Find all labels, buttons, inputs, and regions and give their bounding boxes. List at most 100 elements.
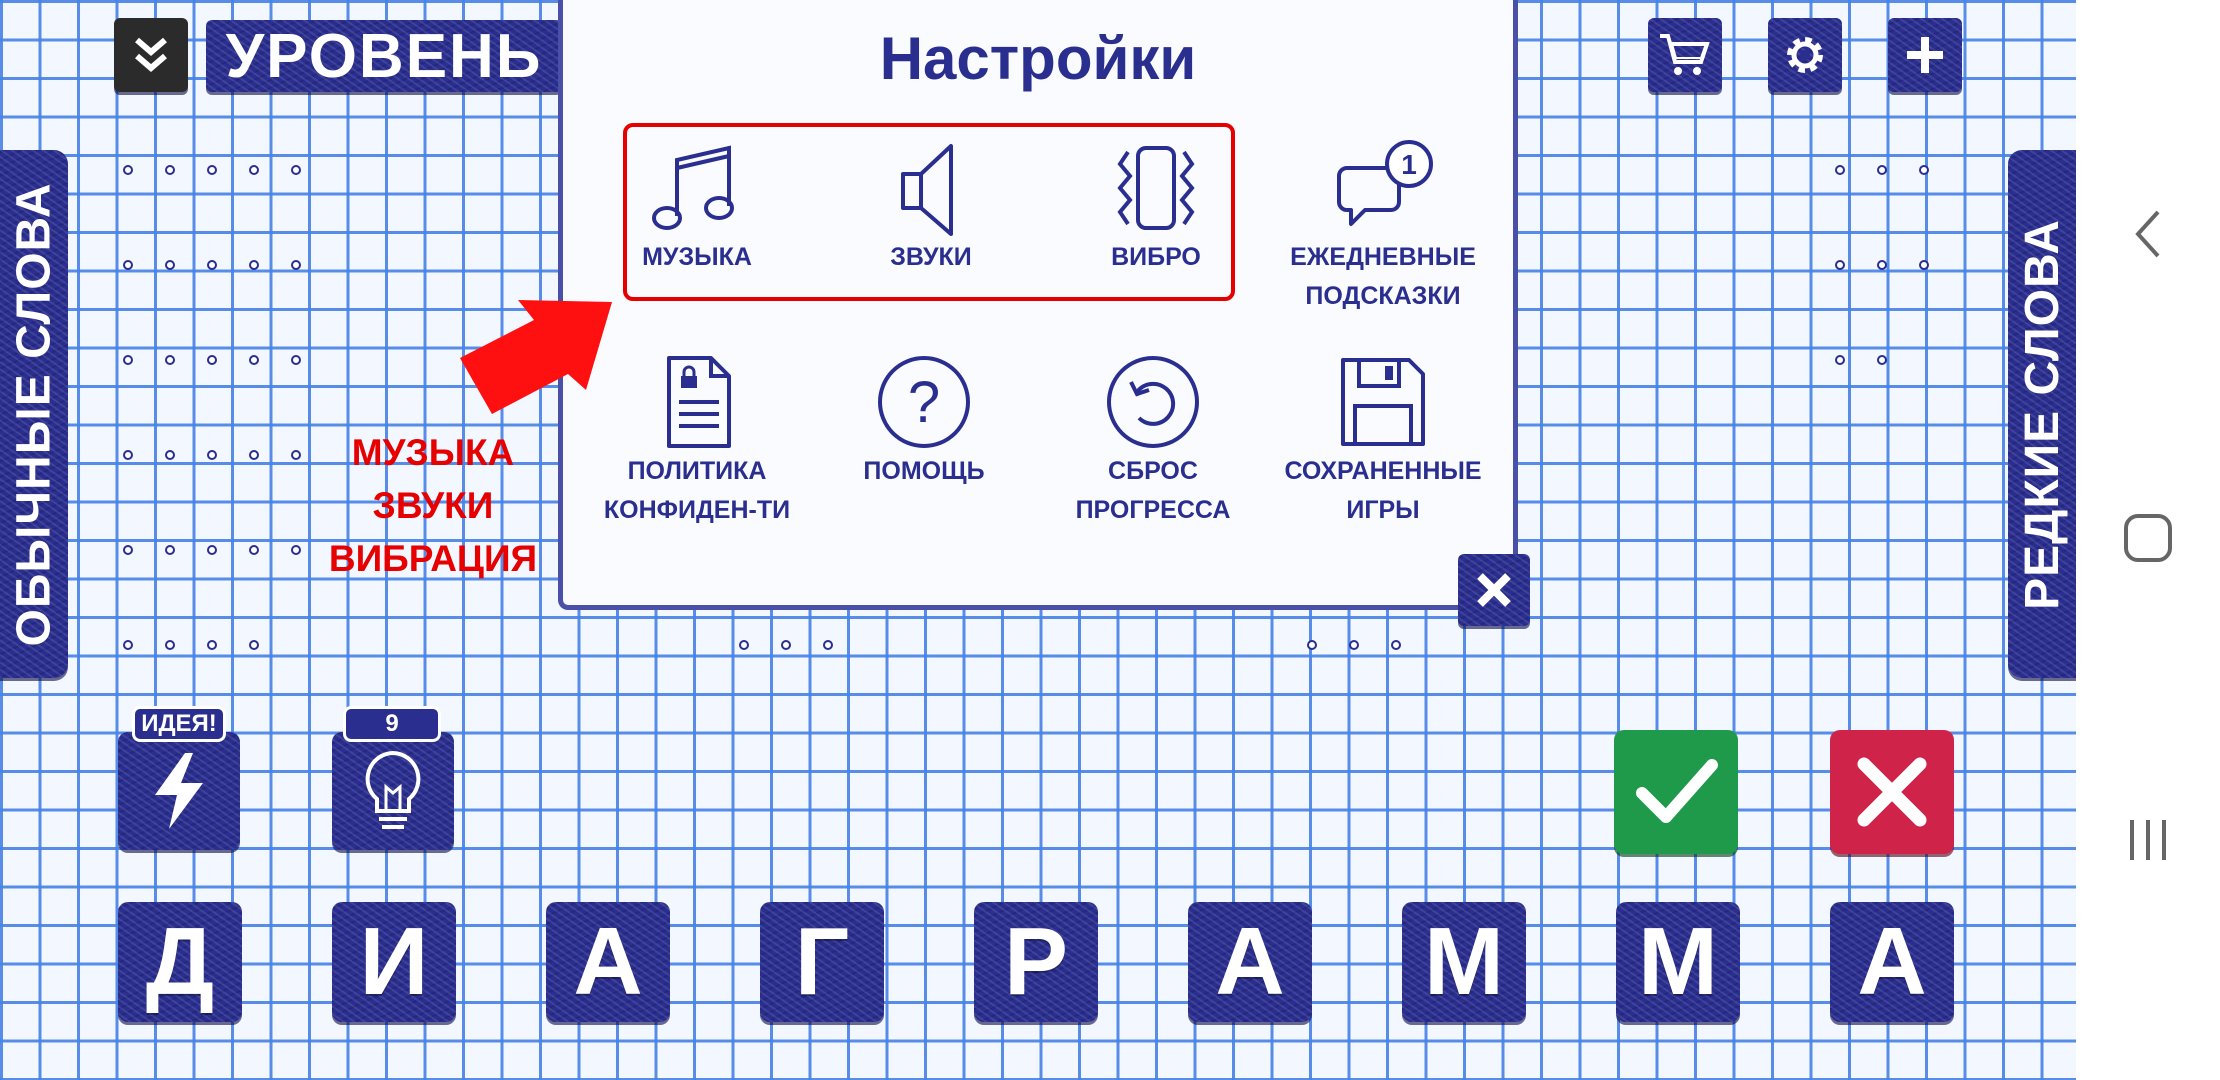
hint-count-badge: 9	[343, 706, 441, 742]
letter-tile[interactable]: М	[1616, 902, 1740, 1022]
lightning-icon	[155, 753, 203, 829]
daily-hints-option[interactable]: 1 ЕЖЕДНЕВНЫЕ ПОДСКАЗКИ	[1283, 138, 1483, 316]
letter-tile[interactable]: Г	[760, 902, 884, 1022]
letter-tile[interactable]: А	[546, 902, 670, 1022]
annotation-music: МУЗЫКА	[351, 432, 515, 473]
floppy-save-icon	[1341, 358, 1425, 446]
letter-slot-dot	[207, 640, 217, 650]
cart-icon	[1660, 34, 1710, 75]
vibration-label: ВИБРО	[1111, 243, 1201, 271]
close-dialog-button[interactable]	[1458, 554, 1530, 626]
rare-words-tab[interactable]: РЕДКИЕ СЛОВА	[2008, 150, 2076, 678]
letter-slot-dot	[1349, 640, 1359, 650]
help-option[interactable]: ? ПОМОЩЬ	[824, 352, 1024, 491]
letter-slot-dot	[1835, 165, 1845, 175]
letter-slot-dot	[291, 355, 301, 365]
reset-progress-label: СБРОС ПРОГРЕССА	[1075, 457, 1231, 524]
add-button[interactable]	[1888, 18, 1962, 92]
sounds-option[interactable]: ЗВУКИ	[831, 138, 1031, 277]
help-question-icon: ?	[878, 356, 970, 448]
lightbulb-icon	[365, 750, 421, 829]
letter-tile[interactable]: А	[1830, 902, 1954, 1022]
vibration-option[interactable]: ВИБРО	[1056, 138, 1256, 277]
daily-hint-chat-icon: 1	[1337, 140, 1433, 226]
system-navigation-bar	[2076, 0, 2220, 1080]
letter-slot-dot	[291, 165, 301, 175]
speaker-icon	[901, 144, 953, 236]
common-words-tab[interactable]: ОБЫЧНЫЕ СЛОВА	[0, 150, 68, 678]
letter-slot-dot	[249, 355, 259, 365]
settings-button[interactable]	[1768, 18, 1842, 92]
settings-title: Настройки	[879, 25, 1197, 92]
reset-progress-option[interactable]: СБРОС ПРОГРЕССА	[1053, 352, 1253, 530]
shop-button[interactable]	[1648, 18, 1722, 92]
letter-tile[interactable]: Д	[118, 902, 242, 1022]
letter-slot-dot	[781, 640, 791, 650]
letter-slot-dot	[123, 545, 133, 555]
checkmark-icon	[1636, 759, 1718, 823]
nav-home-button[interactable]	[2076, 478, 2220, 598]
letter-slot-dot	[123, 450, 133, 460]
letter-slot-dot	[249, 165, 259, 175]
letter-slot-dot	[123, 260, 133, 270]
letter-tile[interactable]: И	[332, 902, 456, 1022]
plus-icon	[1907, 37, 1943, 73]
daily-hints-label: ЕЖЕДНЕВНЫЕ ПОДСКАЗКИ	[1290, 243, 1476, 310]
letter-slot-dot	[291, 545, 301, 555]
letter-tile[interactable]: М	[1402, 902, 1526, 1022]
music-option[interactable]: МУЗЫКА	[597, 138, 797, 277]
collapse-button[interactable]	[114, 18, 188, 92]
privacy-document-icon	[667, 356, 731, 448]
annotation-arrow-icon	[460, 300, 612, 414]
letter-slot-dot	[291, 450, 301, 460]
letter-slot-dot	[1877, 355, 1887, 365]
help-label: ПОМОЩЬ	[863, 457, 985, 485]
level-banner[interactable]: УРОВЕНЬ	[206, 20, 562, 92]
reset-progress-icon	[1107, 356, 1199, 448]
home-square-icon	[2124, 514, 2172, 562]
letter-slot-dot	[123, 165, 133, 175]
letter-slot-dot	[123, 640, 133, 650]
letter-slot-dot	[207, 260, 217, 270]
letter-slot-dot	[1391, 640, 1401, 650]
letter-slot-dot	[207, 450, 217, 460]
level-label: УРОВЕНЬ	[225, 21, 543, 91]
letter-slot-dot	[123, 355, 133, 365]
letter-slot-dot	[1835, 355, 1845, 365]
letter-slot-dot	[165, 640, 175, 650]
close-icon	[1477, 573, 1511, 607]
cancel-button[interactable]	[1830, 730, 1954, 854]
idea-button[interactable]	[118, 732, 240, 850]
letter-tile[interactable]: А	[1188, 902, 1312, 1022]
saved-games-option[interactable]: СОХРАНЕННЫЕ ИГРЫ	[1283, 352, 1483, 530]
saved-games-label: СОХРАНЕННЫЕ ИГРЫ	[1284, 457, 1482, 524]
music-note-icon	[652, 145, 734, 230]
vibrate-phone-icon	[1117, 146, 1195, 230]
letter-slot-dot	[249, 450, 259, 460]
letter-slot-dot	[249, 640, 259, 650]
letter-slot-dot	[207, 545, 217, 555]
nav-back-button[interactable]	[2076, 174, 2220, 294]
idea-badge: ИДЕЯ!	[132, 706, 226, 742]
nav-recents-button[interactable]	[2076, 780, 2220, 900]
back-chevron-icon	[2135, 210, 2160, 258]
daily-hint-badge: 1	[1401, 149, 1417, 180]
annotation-vibration: ВИБРАЦИЯ	[328, 538, 538, 579]
letter-slot-dot	[1877, 260, 1887, 270]
privacy-policy-option[interactable]: ПОЛИТИКА КОНФИДЕН-ТИ	[597, 352, 797, 530]
svg-text:?: ?	[908, 370, 940, 435]
letter-slot-dot	[207, 355, 217, 365]
confirm-button[interactable]	[1614, 730, 1738, 854]
hint-button[interactable]	[332, 732, 454, 850]
rare-words-label: РЕДКИЕ СЛОВА	[2015, 218, 2069, 610]
letter-slot-dot	[1919, 165, 1929, 175]
letter-slot-dot	[249, 545, 259, 555]
letter-slot-dot	[165, 165, 175, 175]
letter-slot-dot	[291, 260, 301, 270]
recents-icon	[2130, 820, 2166, 860]
common-words-label: ОБЫЧНЫЕ СЛОВА	[7, 182, 61, 646]
letter-tile[interactable]: Р	[974, 902, 1098, 1022]
cross-icon	[1857, 757, 1927, 827]
gear-icon	[1787, 37, 1823, 73]
sounds-label: ЗВУКИ	[890, 243, 972, 271]
